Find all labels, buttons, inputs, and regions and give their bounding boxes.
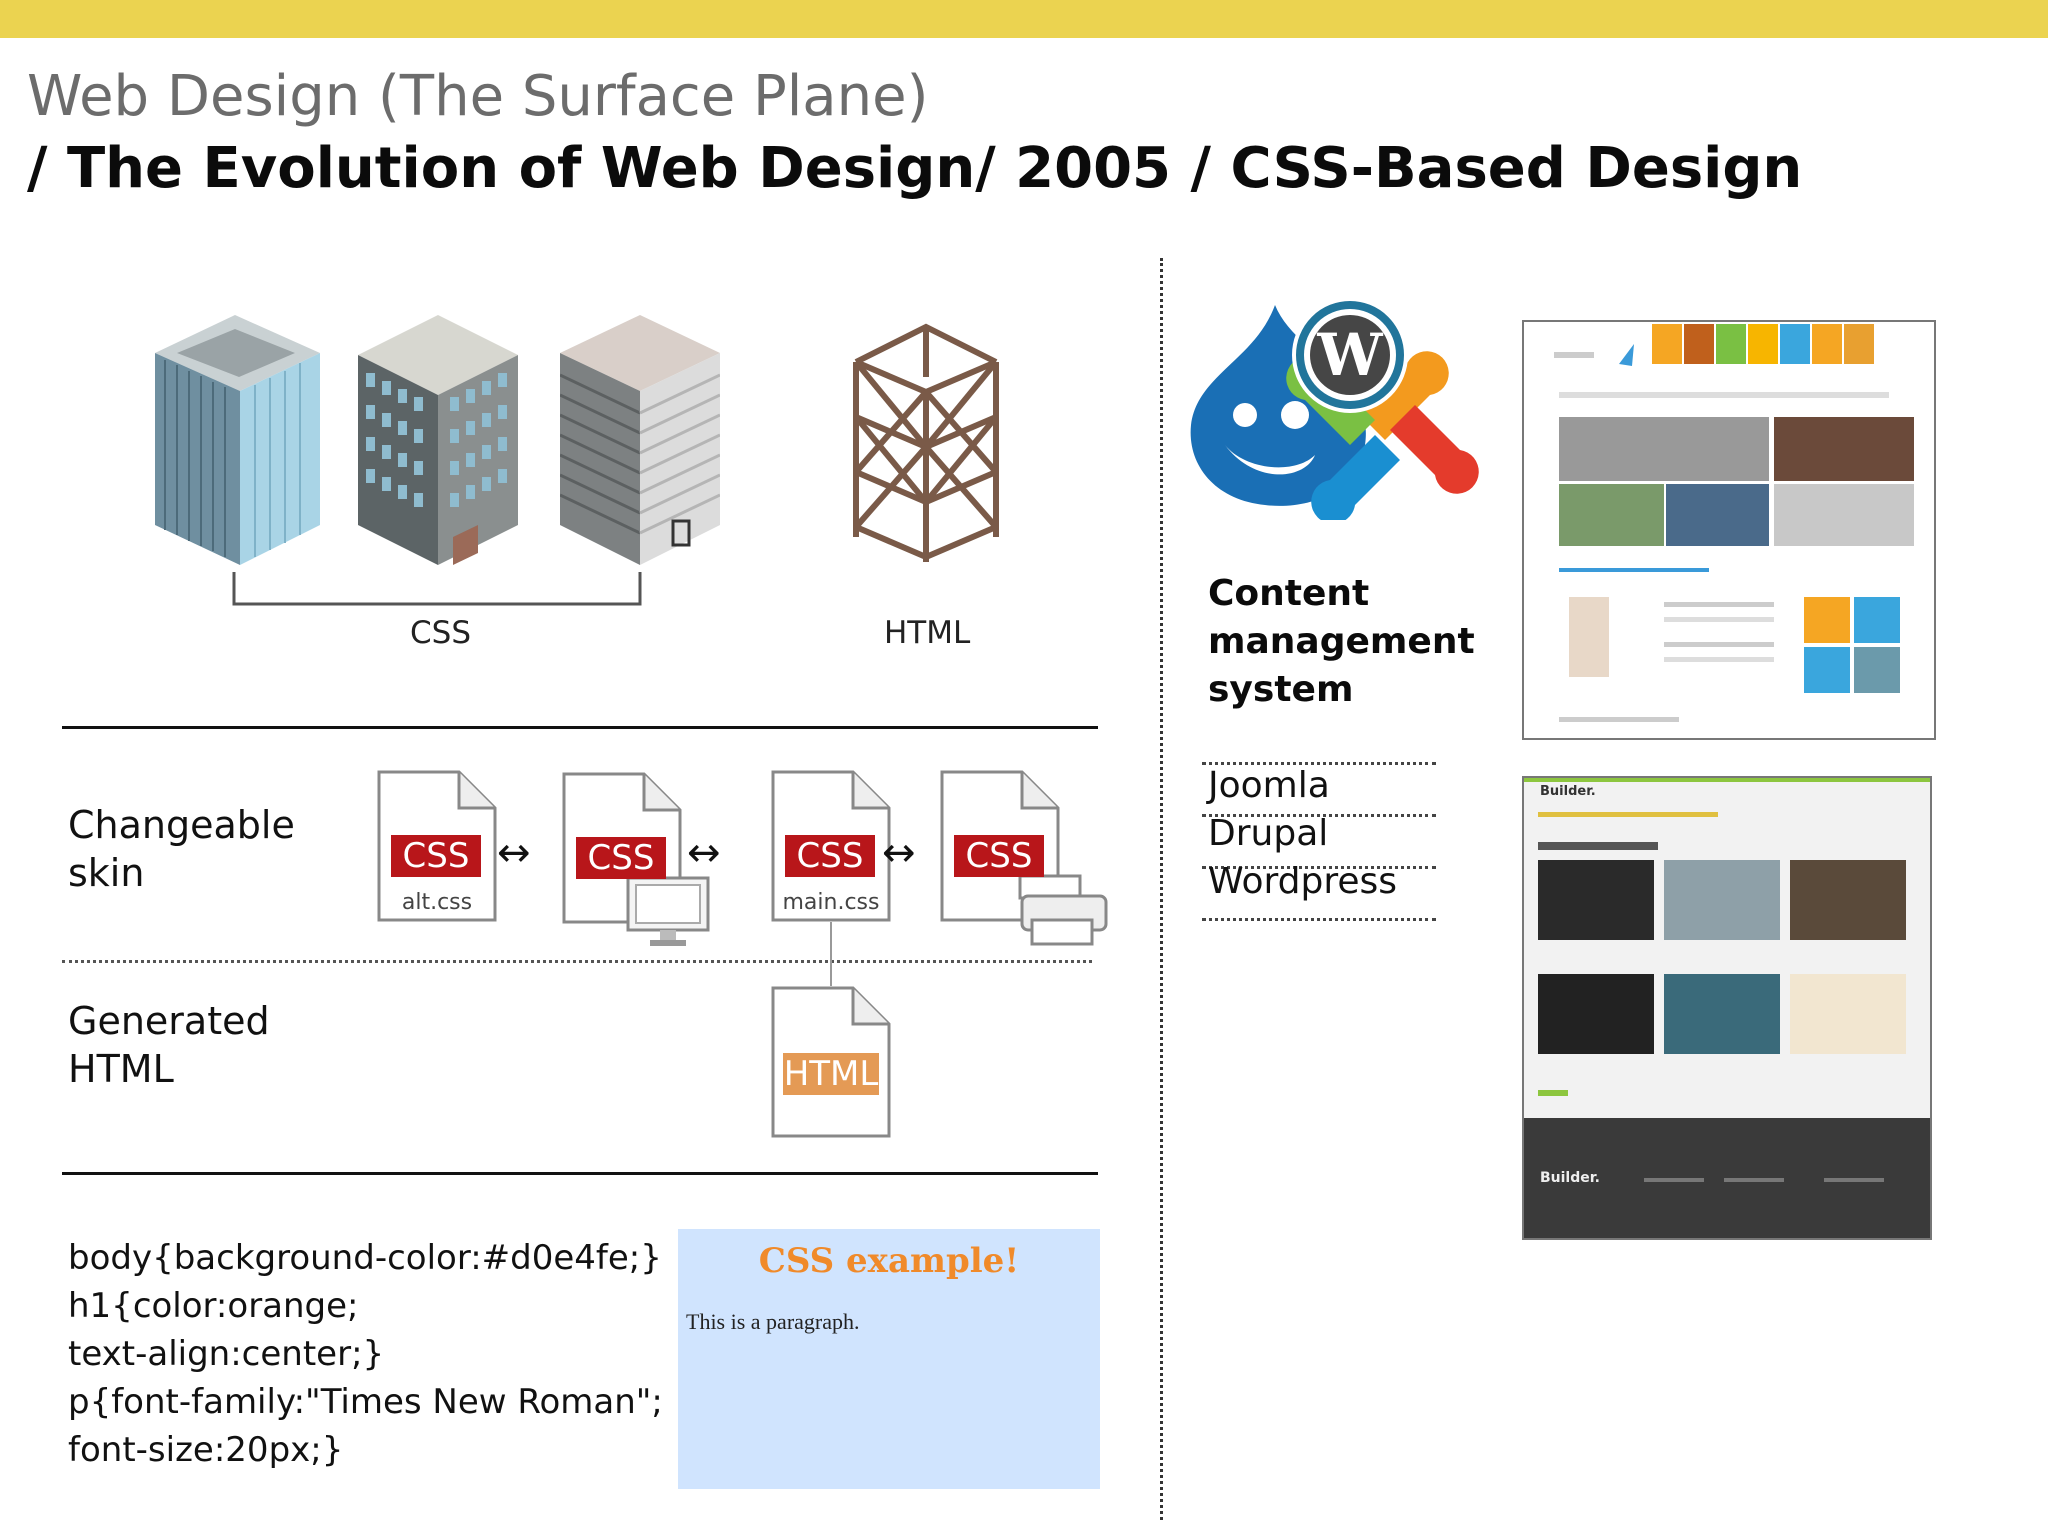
cms-item-wordpress: Wordpress	[1208, 861, 1398, 902]
building-blue-glass-image	[155, 315, 320, 565]
svg-text:W: W	[1316, 321, 1383, 389]
css-file-icon-screen: CSS	[562, 772, 710, 946]
drupal-logo-icon	[1190, 305, 1366, 506]
wordpress-logo-icon: W	[1292, 297, 1408, 413]
code-line: body{background-color:#d0e4fe;}	[68, 1238, 662, 1278]
css-file-icon-print: CSS	[940, 770, 1108, 946]
top-accent-bar	[0, 0, 2048, 38]
changeable-skin-label: Changeable skin	[68, 803, 295, 895]
double-arrow-icon: ↔	[497, 830, 531, 876]
builder-brand: Builder.	[1540, 784, 1596, 799]
html-file-icon: HTML	[771, 986, 891, 1138]
css-file-icon-alt: CSS alt.css	[377, 770, 497, 922]
example-paragraph: This is a paragraph.	[686, 1309, 860, 1334]
cms-site-screenshot-builder: Builder. Builder.	[1522, 776, 1932, 1240]
double-arrow-icon: ↔	[687, 830, 721, 876]
css-code-block: body{background-color:#d0e4fe;} h1{color…	[68, 1234, 663, 1474]
page-title: Web Design (The Surface Plane)	[27, 64, 929, 129]
cms-divider	[1202, 814, 1436, 817]
cms-divider	[1202, 918, 1436, 921]
cms-divider	[1202, 866, 1436, 869]
css-bracket	[232, 572, 642, 612]
cms-divider	[1202, 762, 1436, 765]
vertical-divider	[1160, 258, 1163, 1520]
cms-item-drupal: Drupal	[1208, 813, 1329, 854]
code-line: text-align:center;}	[68, 1334, 385, 1374]
connector-line	[830, 922, 832, 986]
css-label: CSS	[410, 615, 472, 651]
example-heading: CSS example!	[758, 1241, 1020, 1281]
section-divider-bottom	[62, 1172, 1098, 1175]
cms-label: Content management system	[1208, 573, 1475, 710]
cms-logos-image: W	[1185, 295, 1500, 524]
code-line: font-size:20px;}	[68, 1430, 344, 1470]
html-badge: HTML	[783, 1053, 879, 1095]
main-css-filename: main.css	[782, 890, 880, 915]
css-file-icon-main: CSS main.css	[771, 770, 891, 922]
double-arrow-icon: ↔	[882, 830, 916, 876]
building-grid-windows-image	[358, 315, 518, 565]
code-line: p{font-family:"Times New Roman";	[68, 1382, 663, 1422]
alt-css-filename: alt.css	[401, 890, 473, 915]
css-badge: CSS	[954, 835, 1044, 877]
html-label: HTML	[884, 615, 971, 651]
building-frame-image	[848, 322, 1003, 562]
cms-site-screenshot-metro	[1522, 320, 1936, 740]
css-example-preview: CSS example! This is a paragraph.	[678, 1229, 1100, 1489]
building-striped-image	[560, 315, 720, 565]
builder-footer-brand: Builder.	[1540, 1170, 1600, 1186]
generated-html-label: Generated HTML	[68, 999, 270, 1091]
page-subtitle: / The Evolution of Web Design/ 2005 / CS…	[27, 136, 1803, 201]
code-line: h1{color:orange;	[68, 1286, 359, 1326]
cms-item-joomla: Joomla	[1208, 765, 1330, 806]
row-divider-dotted	[62, 960, 1092, 963]
section-divider-top	[62, 726, 1098, 729]
css-badge: CSS	[391, 835, 481, 877]
css-badge: CSS	[576, 837, 666, 879]
css-badge: CSS	[785, 835, 875, 877]
